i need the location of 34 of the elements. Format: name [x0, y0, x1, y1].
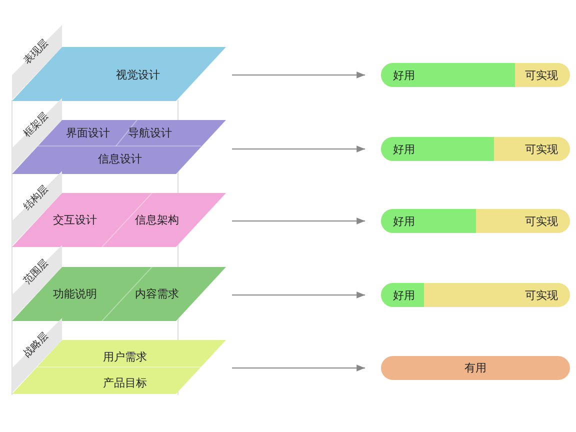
pill-label: 好用: [393, 214, 415, 229]
pill-label: 可实现: [525, 288, 558, 303]
layer-item-text: 导航设计: [128, 126, 172, 140]
layer-item-text: 界面设计: [66, 126, 110, 140]
layer-item-text: 用户需求: [103, 350, 147, 364]
progress-pill: [381, 137, 570, 161]
layer-item-text: 信息设计: [98, 152, 142, 166]
layer-name: 范围层: [20, 256, 52, 288]
arrow: [232, 218, 365, 224]
layer-item-text: 产品目标: [103, 376, 147, 390]
progress-pill: [381, 209, 570, 233]
pill-label: 可实现: [525, 68, 558, 83]
arrow: [232, 292, 365, 298]
layer-item-text: 信息架构: [135, 212, 179, 228]
progress-pill: [381, 63, 570, 87]
layer-name: 战略层: [20, 330, 52, 361]
pill-label: 可实现: [525, 142, 558, 157]
arrow: [232, 364, 365, 372]
layer-name: 表现层: [20, 36, 52, 68]
status-pill: [381, 356, 570, 380]
arrow: [232, 72, 365, 78]
layer-name: 框架层: [20, 110, 52, 141]
pill-label: 好用: [393, 142, 415, 157]
pill-label: 有用: [464, 360, 486, 376]
arrow: [232, 146, 365, 152]
layer-item-text: 功能说明: [53, 286, 97, 302]
pill-label: 可实现: [525, 214, 558, 229]
layer-item-text: 交互设计: [53, 212, 97, 228]
layer-item-text: 视觉设计: [116, 68, 160, 82]
layer-item-text: 内容需求: [135, 286, 179, 302]
progress-pill: [381, 283, 570, 307]
layer-name: 结构层: [20, 182, 52, 214]
pill-label: 好用: [393, 288, 415, 303]
pill-label: 好用: [393, 68, 415, 83]
